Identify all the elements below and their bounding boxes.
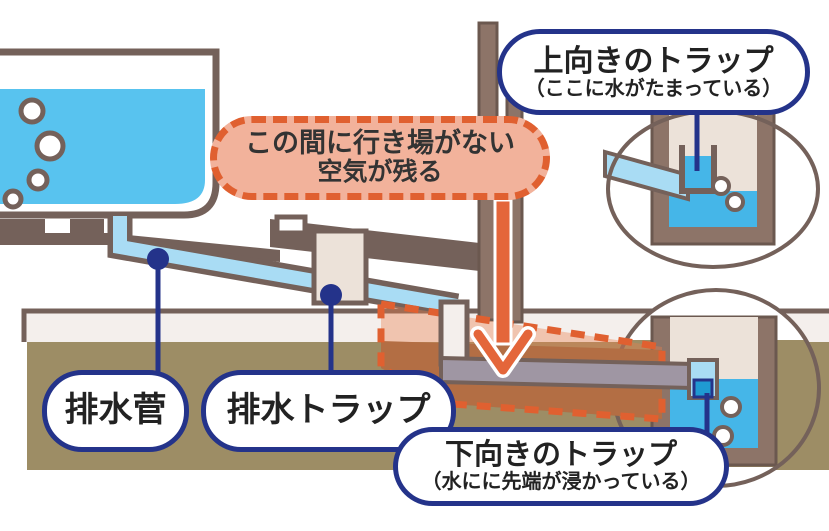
upward-trap-subtitle: （ここに水がたまっている）	[524, 77, 783, 100]
buried-pipe-air	[439, 355, 694, 391]
down-arrow-icon	[470, 198, 536, 378]
drain-pipe-text: 排水菅	[64, 391, 167, 430]
upward-trap-title: 上向きのトラップ	[533, 44, 774, 78]
downward-trap-tip	[692, 378, 714, 399]
label-downward-trap: 下向きのトラップ （水にに先端が浸かっている）	[393, 427, 729, 506]
label-air-note: この間に行き場がない 空気が残る	[210, 116, 550, 200]
down-arrow-head	[473, 329, 533, 375]
bubble-icon	[2, 188, 24, 210]
bubble-icon	[711, 176, 731, 196]
upward-trap-inset	[603, 109, 820, 269]
label-drain-pipe: 排水菅	[42, 370, 189, 452]
floor-slab-edge	[21, 308, 829, 342]
drain-trap-text: 排水トラップ	[226, 391, 431, 430]
floor-left	[0, 233, 130, 245]
tub-leg	[70, 219, 104, 233]
bubble-icon	[26, 168, 50, 192]
floor-slope	[128, 235, 280, 262]
tub-leg	[0, 219, 45, 233]
inlet-pipe	[603, 149, 690, 202]
downward-trap-title: 下向きのトラップ	[444, 438, 677, 471]
bubble-icon	[725, 192, 745, 212]
down-arrow-shaft	[493, 198, 513, 346]
bathtub-water	[0, 89, 205, 204]
bubble-icon	[18, 97, 46, 125]
label-upward-trap: 上向きのトラップ （ここに水がたまっている）	[497, 29, 810, 115]
bathtub	[0, 48, 220, 233]
upward-trap-cup	[679, 145, 717, 194]
air-note-line2: 空気が残る	[317, 158, 443, 187]
air-note-line1: この間に行き場がない	[245, 128, 515, 159]
connector-dot	[147, 248, 169, 270]
air-gap-dashed-border	[377, 299, 666, 423]
floor-tab	[274, 214, 308, 236]
bubble-icon	[34, 130, 66, 162]
drop-channel	[438, 299, 470, 367]
bubble-icon	[720, 396, 742, 418]
downward-trap-subtitle: （水にに先端が浸かっている）	[421, 471, 701, 494]
connector-dot	[320, 284, 342, 306]
